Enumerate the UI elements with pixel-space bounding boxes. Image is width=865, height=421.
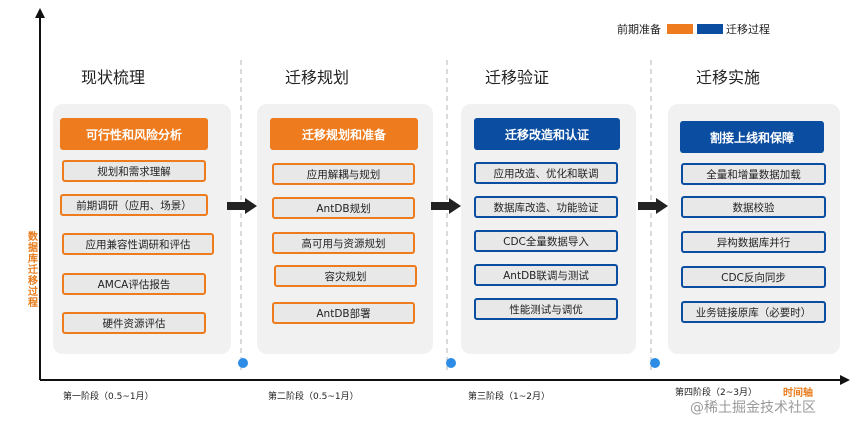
phase-label: 第二阶段（0.5~1月） [268,392,359,402]
stage-item: AntDB规划 [272,197,415,219]
stage-arrow-icon [431,198,461,214]
stage-header: 迁移规划和准备 [270,118,418,150]
stage-header: 可行性和风险分析 [60,118,208,150]
stage-item: 前期调研（应用、场景） [60,194,208,216]
stage-item: 业务链接原库（必要时） [681,301,826,323]
stage-item: AntDB联调与测试 [474,264,618,286]
milestone-dot [446,358,456,368]
phase-label: 第三阶段（1~2月） [468,392,550,402]
milestone-dot [650,358,660,368]
stage-item: CDC反向同步 [681,266,826,288]
stage-item: 容灾规划 [274,265,417,287]
stage-arrow-icon [638,198,668,214]
legend-prep-swatch [667,24,693,34]
stage-item: AMCA评估报告 [62,273,206,295]
legend-prep-label: 前期准备 [617,23,661,36]
y-axis-label: 数据库迁移过程 [28,232,38,309]
stage-item: 应用兼容性调研和评估 [62,233,214,255]
stage-item: 规划和需求理解 [62,160,206,182]
phase-label: 第一阶段（0.5~1月） [63,392,154,402]
y-axis-arrowhead [35,8,45,18]
stage-item: 性能测试与调优 [474,298,618,320]
stage-item: 数据库改造、功能验证 [474,196,618,218]
stage-title: 迁移实施 [696,68,761,87]
stage-item: 硬件资源评估 [62,312,206,334]
stage-item: CDC全量数据导入 [474,230,618,252]
stage-item: AntDB部署 [272,302,415,324]
x-axis-arrowhead [840,375,850,385]
stage-header: 割接上线和保障 [680,121,824,153]
stage-item: 异构数据库并行 [681,231,826,253]
x-axis-label: 时间轴 [783,388,813,399]
phase-label: 第四阶段（2~3月） [675,388,757,398]
legend-migration-label: 迁移过程 [726,23,770,36]
stage-arrow-icon [227,198,257,214]
legend-migration-swatch [697,24,723,34]
stage-title: 现状梳理 [81,68,146,87]
stage-title: 迁移验证 [485,68,550,87]
milestone-dot [238,358,248,368]
stage-item: 数据校验 [681,196,826,218]
stage-item: 应用解耦与规划 [272,163,415,185]
stage-item: 应用改造、优化和联调 [474,162,618,184]
stage-header: 迁移改造和认证 [474,118,620,150]
stage-item: 全量和增量数据加载 [681,163,826,185]
stage-title: 迁移规划 [285,68,350,87]
stage-item: 高可用与资源规划 [272,232,415,254]
watermark: @稀土掘金技术社区 [690,400,816,416]
